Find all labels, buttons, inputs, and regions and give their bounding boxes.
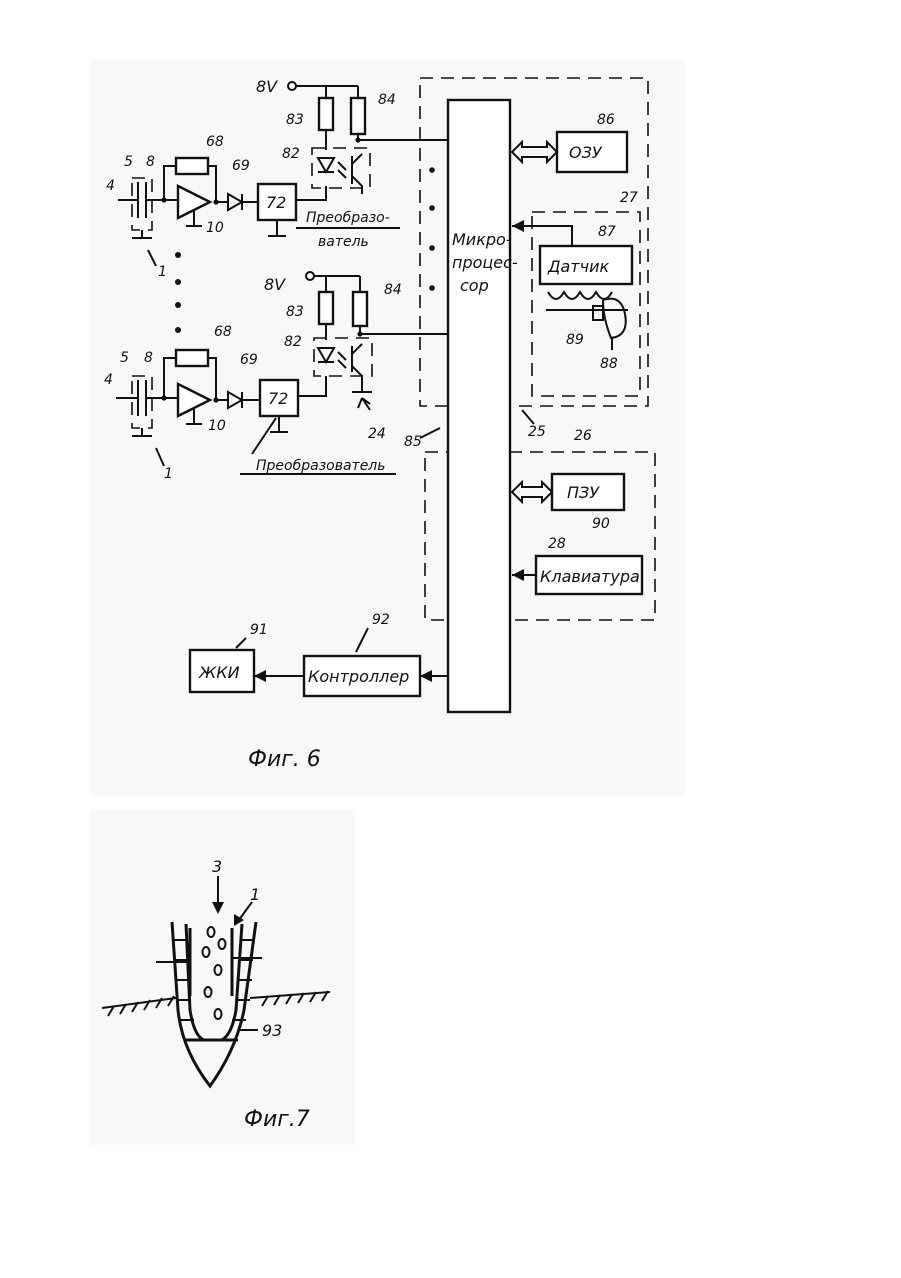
converter-label-upper-2: ватель (318, 234, 369, 250)
ref-83-upper: 83 (286, 112, 304, 128)
ref-10-upper: 10 (206, 220, 224, 236)
resistor-84 (351, 98, 365, 134)
ref-90: 90 (592, 516, 610, 532)
bus-dot (429, 245, 435, 251)
ref-89: 89 (566, 332, 584, 348)
ref-93: 93 (262, 1021, 282, 1040)
microprocessor-label-3: сор (460, 276, 489, 295)
resistor-68 (176, 158, 208, 174)
ref-87: 87 (598, 224, 616, 240)
supply-label-lower: 8V (264, 275, 286, 294)
ref-5-upper: 5 (124, 154, 133, 170)
ref-92: 92 (372, 612, 390, 628)
ref-68-upper: 68 (206, 134, 224, 150)
ref-5-lower: 5 (120, 350, 129, 366)
ref-91: 91 (250, 622, 268, 638)
junction (355, 137, 360, 142)
microprocessor-label-1: Микро- (452, 230, 512, 249)
bus-dot (429, 205, 435, 211)
microprocessor-label-2: процес- (452, 253, 518, 272)
ref-8-lower: 8 (144, 350, 153, 366)
ref-10-lower: 10 (208, 418, 226, 434)
ellipsis-dot (175, 252, 181, 258)
fig7-scan-area (90, 810, 355, 1145)
ref-69-lower: 69 (240, 352, 258, 368)
figure-7-caption: Фиг.7 (244, 1107, 310, 1132)
ref-68-lower: 68 (214, 324, 232, 340)
resistor-83 (319, 98, 333, 130)
ref-1-lower: 1 (164, 466, 173, 482)
ellipsis-dot (175, 279, 181, 285)
lcd-label: ЖКИ (198, 663, 240, 682)
ozu-label: ОЗУ (569, 143, 603, 162)
ref-27: 27 (620, 190, 638, 206)
keyboard-label: Клавиатура (540, 567, 640, 586)
controller-label: Контроллер (308, 667, 409, 686)
ref-82-lower: 82 (284, 334, 302, 350)
ref-84-lower: 84 (384, 282, 402, 298)
ref-69-upper: 69 (232, 158, 250, 174)
ref-86: 86 (597, 112, 615, 128)
ref-84-upper: 84 (378, 92, 396, 108)
resistor-68 (176, 350, 208, 366)
block-72-label-upper: 72 (266, 193, 286, 212)
ref-28: 28 (548, 536, 566, 552)
ellipsis-dot (175, 302, 181, 308)
ref-82-upper: 82 (282, 146, 300, 162)
ref-8-upper: 8 (146, 154, 155, 170)
block-72-label-lower: 72 (268, 389, 288, 408)
junction (357, 331, 362, 336)
ref-25: 25 (528, 424, 546, 440)
ref-24: 24 (368, 426, 386, 442)
sensor-label: Датчик (547, 257, 609, 276)
ref-3: 3 (212, 857, 222, 876)
bus-dot (429, 285, 435, 291)
ref-83-lower: 83 (286, 304, 304, 320)
ref-4-upper: 4 (106, 178, 115, 194)
converter-label-upper-1: Преобразо- (306, 210, 390, 226)
bus-dot (429, 167, 435, 173)
figure-6-caption: Фиг. 6 (248, 747, 321, 772)
ref-85: 85 (404, 434, 422, 450)
microprocessor-block (448, 100, 510, 712)
ref-26: 26 (574, 428, 592, 444)
resistor-83 (319, 292, 333, 324)
pzu-label: ПЗУ (567, 483, 600, 502)
ref-4-lower: 4 (104, 372, 113, 388)
ellipsis-dot (175, 327, 181, 333)
supply-label-upper: 8V (256, 77, 278, 96)
ref-88: 88 (600, 356, 618, 372)
resistor-84 (353, 292, 367, 326)
ref-1-fig7: 1 (250, 885, 260, 904)
ref-1-upper: 1 (158, 264, 167, 280)
converter-label-lower: Преобразователь (256, 458, 386, 474)
